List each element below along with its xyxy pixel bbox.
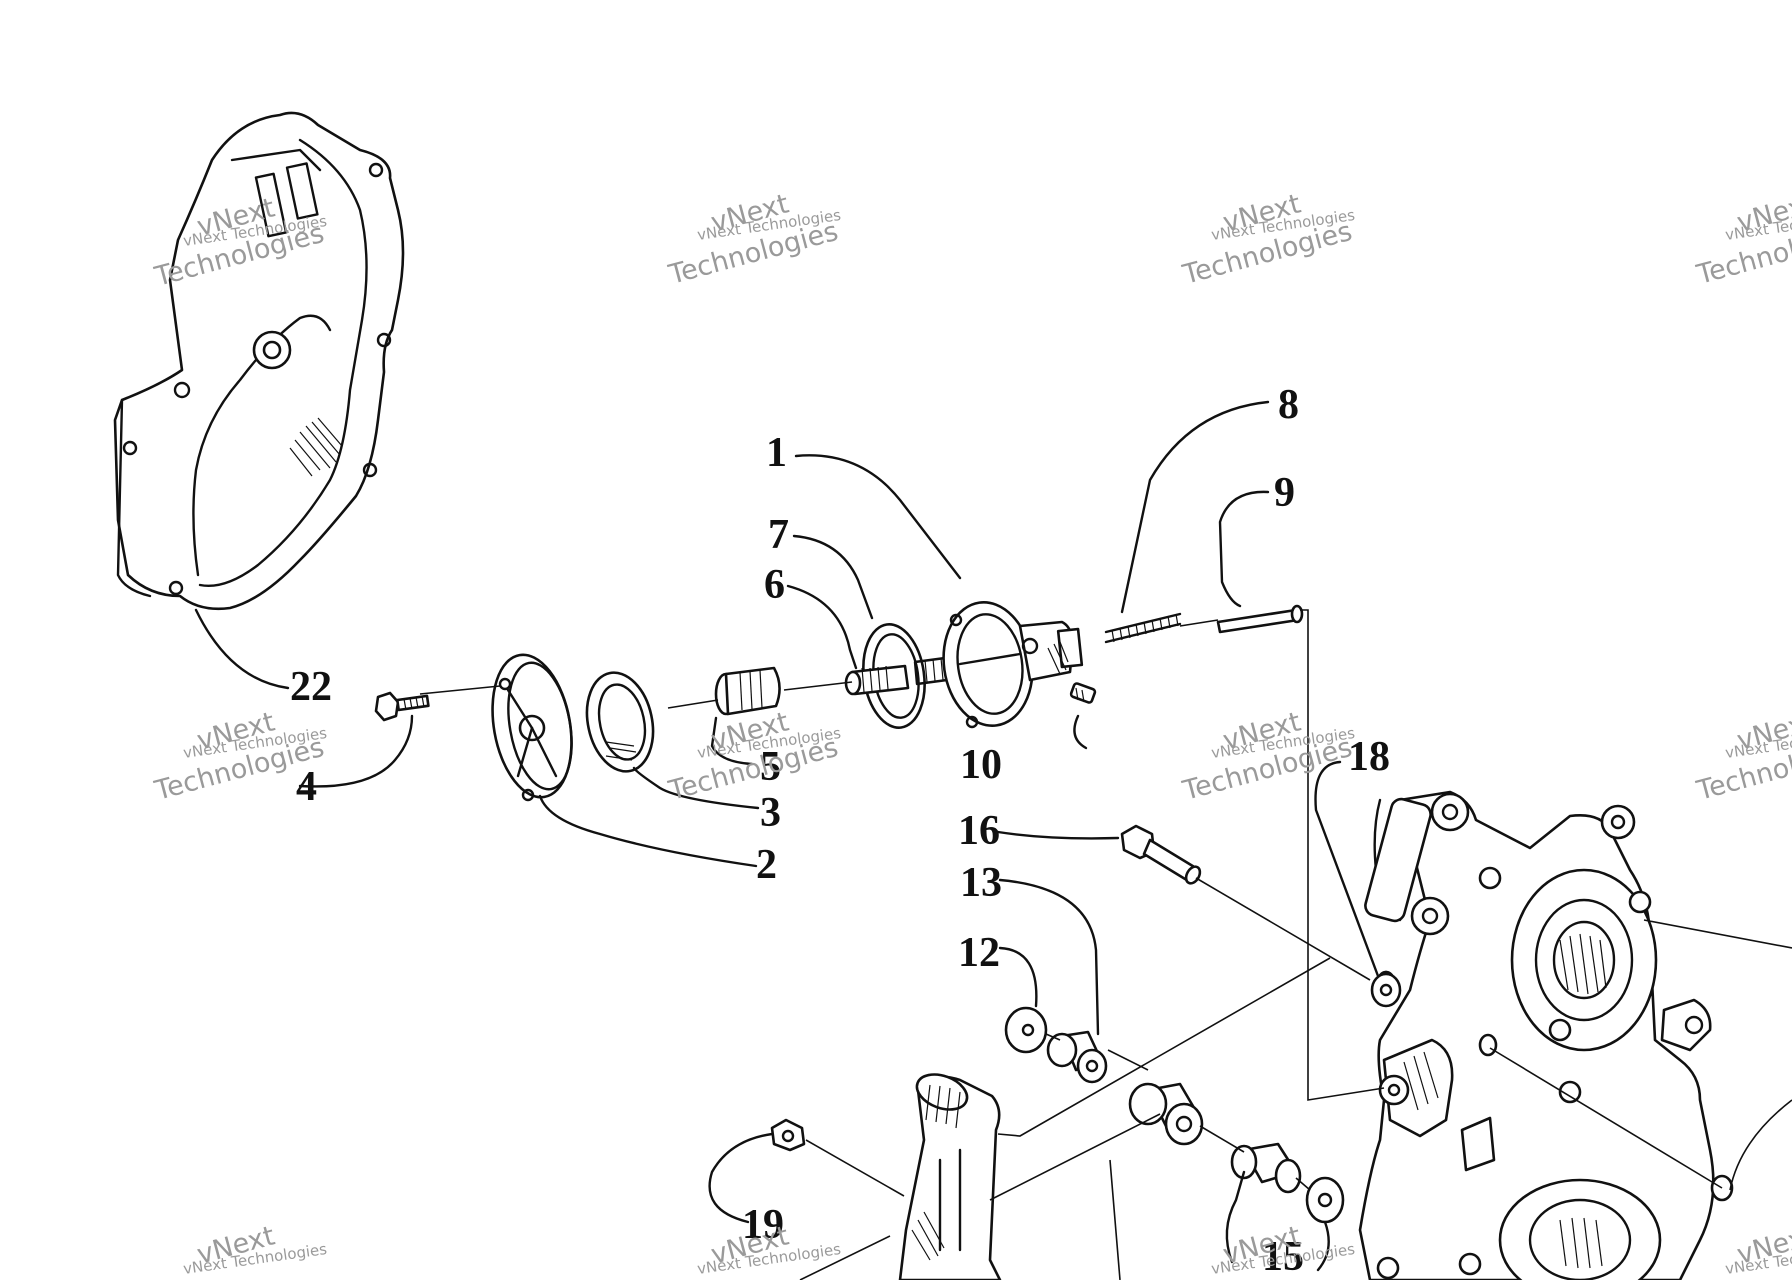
part-18-washer [1370, 972, 1402, 1008]
watermark: vNext Technologies vNext [1724, 1220, 1792, 1278]
part-1-housing [942, 600, 1084, 729]
watermark: vNext Technologies vNext Technologies [665, 188, 842, 291]
part-22-chaincase-cover [113, 111, 405, 611]
part-19-nut [770, 1118, 806, 1152]
watermark: vNext Technologies vNext Technologies [1179, 706, 1356, 807]
part-9-pin [1216, 604, 1304, 634]
watermark: vNext Technologies vNext Technologies [1693, 188, 1792, 291]
callout-18: 18 [1348, 734, 1390, 780]
callout-15: 15 [1262, 1234, 1304, 1280]
part-3-ring [585, 671, 655, 773]
callout-6: 6 [764, 562, 785, 608]
part-bushing-large [1128, 1082, 1204, 1146]
part-8-spring [1104, 612, 1182, 644]
part-pivot-bracket [898, 1073, 1002, 1280]
callout-13: 13 [960, 860, 1002, 906]
callout-8: 8 [1278, 382, 1299, 428]
callout-3: 3 [760, 790, 781, 836]
part-16-bolt [1120, 824, 1202, 885]
callout-16: 16 [958, 808, 1000, 854]
part-10-screw [1069, 682, 1097, 704]
callout-9: 9 [1274, 470, 1295, 516]
callout-12: 12 [958, 930, 1000, 976]
part-4-bolt [374, 691, 430, 722]
callout-22: 22 [290, 664, 332, 710]
callouts: 1 2 3 4 5 6 7 8 9 10 12 13 15 16 18 19 2… [290, 382, 1390, 1280]
watermark: vNext Technologies vNext Technologies [1693, 706, 1792, 807]
callout-2: 2 [756, 842, 777, 888]
callout-7: 7 [768, 512, 789, 558]
part-2-hub-cover [491, 653, 573, 802]
part-15-bushing [1230, 1142, 1345, 1224]
callout-19: 19 [742, 1202, 784, 1248]
watermark: vNext Technologies vNext Technologies [1179, 188, 1356, 291]
callout-1: 1 [766, 430, 787, 476]
callout-4: 4 [296, 764, 317, 810]
watermark: vNext Technologies vNext Technologies [665, 706, 842, 807]
part-12-washer [1004, 1006, 1048, 1054]
callout-10: 10 [960, 742, 1002, 788]
part-5-sleeve [714, 666, 781, 716]
callout-5: 5 [760, 744, 781, 790]
leader-lines [194, 400, 1380, 1272]
watermark: vNext Technologies vNext [182, 1220, 328, 1278]
part-chaincase-housing [1358, 790, 1734, 1280]
assembly-lines [419, 609, 1792, 1280]
part-13-bushing [1046, 1030, 1108, 1084]
